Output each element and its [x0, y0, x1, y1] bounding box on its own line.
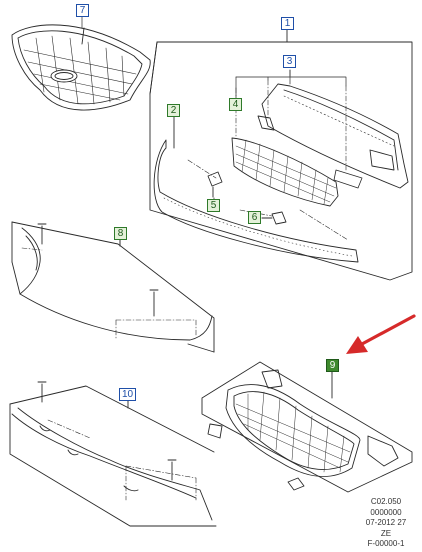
callout-3: 3: [283, 55, 296, 68]
fastener-part-5: [207, 171, 223, 198]
reference-line: ZE: [380, 528, 392, 538]
spoiler-strip-part-2: [153, 115, 359, 263]
callout-4: 4: [229, 98, 242, 111]
callout-8: 8: [114, 227, 127, 240]
assembly-frame-1: [149, 28, 413, 281]
reference-line: 07-2012 27: [365, 518, 407, 527]
red-arrow-icon: [346, 314, 416, 354]
panel-10: [9, 381, 217, 527]
reference-code-block: C02.050 0000000 07-2012 27 ZE F-00000-1: [352, 497, 420, 550]
callout-5: 5: [207, 199, 220, 212]
callout-9: 9: [326, 359, 339, 372]
upper-grille-part: [11, 24, 151, 111]
grille-mesh-part-4: [231, 137, 339, 207]
reference-line: F-00000-1: [367, 539, 405, 548]
panel-8: [11, 221, 215, 353]
reference-line: 0000000: [370, 507, 402, 517]
callout-1: 1: [281, 17, 294, 30]
callout-10: 10: [119, 388, 136, 401]
fastener-part-6: [261, 211, 287, 225]
callout-6: 6: [248, 211, 261, 224]
side-clip-part: [257, 115, 275, 131]
reference-line: C02.050: [370, 497, 402, 506]
callout-2: 2: [167, 104, 180, 117]
bumper-cover-part-3: [261, 83, 409, 189]
callout-7: 7: [76, 4, 89, 17]
panel-9: [201, 361, 413, 493]
